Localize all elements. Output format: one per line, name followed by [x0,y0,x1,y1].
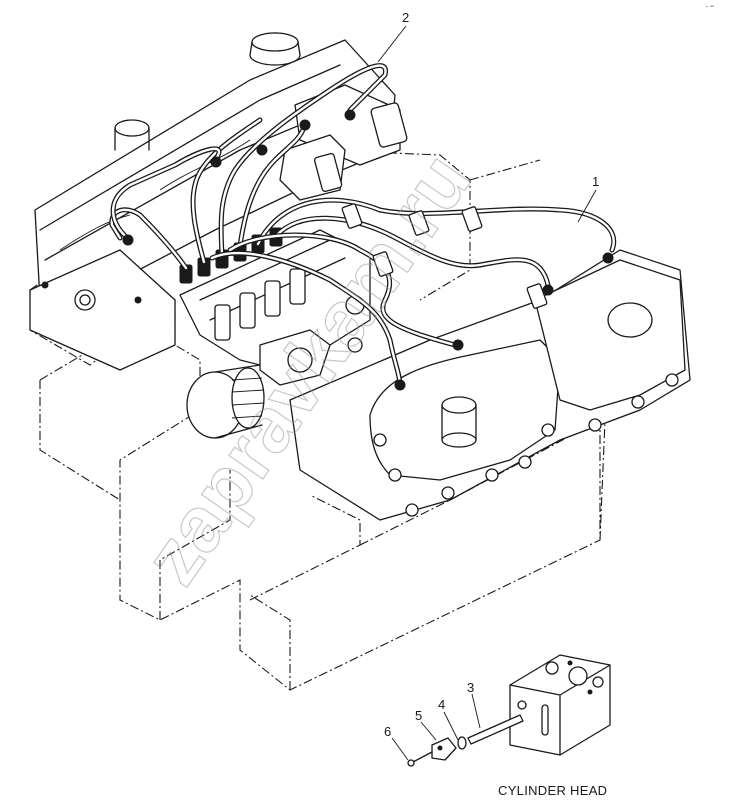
pump-plungers [214,268,306,341]
callout-5: 5 [415,708,422,723]
inset-caption: CYLINDER HEAD [498,783,607,798]
part-4-o-ring [457,736,467,750]
fuel-injection-pipes-right [209,197,617,391]
part-5-holder [431,737,457,761]
cover-bolts [373,373,679,517]
pipe-clamps [341,203,548,309]
crankshaft-pulley [186,364,265,439]
callout-2: 2 [402,10,409,25]
callout-labels: 2 1 3 4 5 6 [384,10,599,739]
right-cylinder-bank [289,249,691,521]
callout-6: 6 [384,724,391,739]
callout-1: 1 [592,174,599,189]
part-6-bolt [412,751,433,763]
cylinder-head-inset [509,654,611,756]
fuel-injection-pump [179,227,371,386]
callout-4: 4 [438,697,445,712]
callout-3: 3 [467,680,474,695]
engine-front-face [29,249,176,371]
injector-parts [407,714,524,767]
part-3-nozzle [467,714,524,745]
corner-mark: ⌐ ═ [706,4,714,10]
callout-leaders [377,25,597,761]
fuel-injection-pipes-upper [109,63,388,271]
